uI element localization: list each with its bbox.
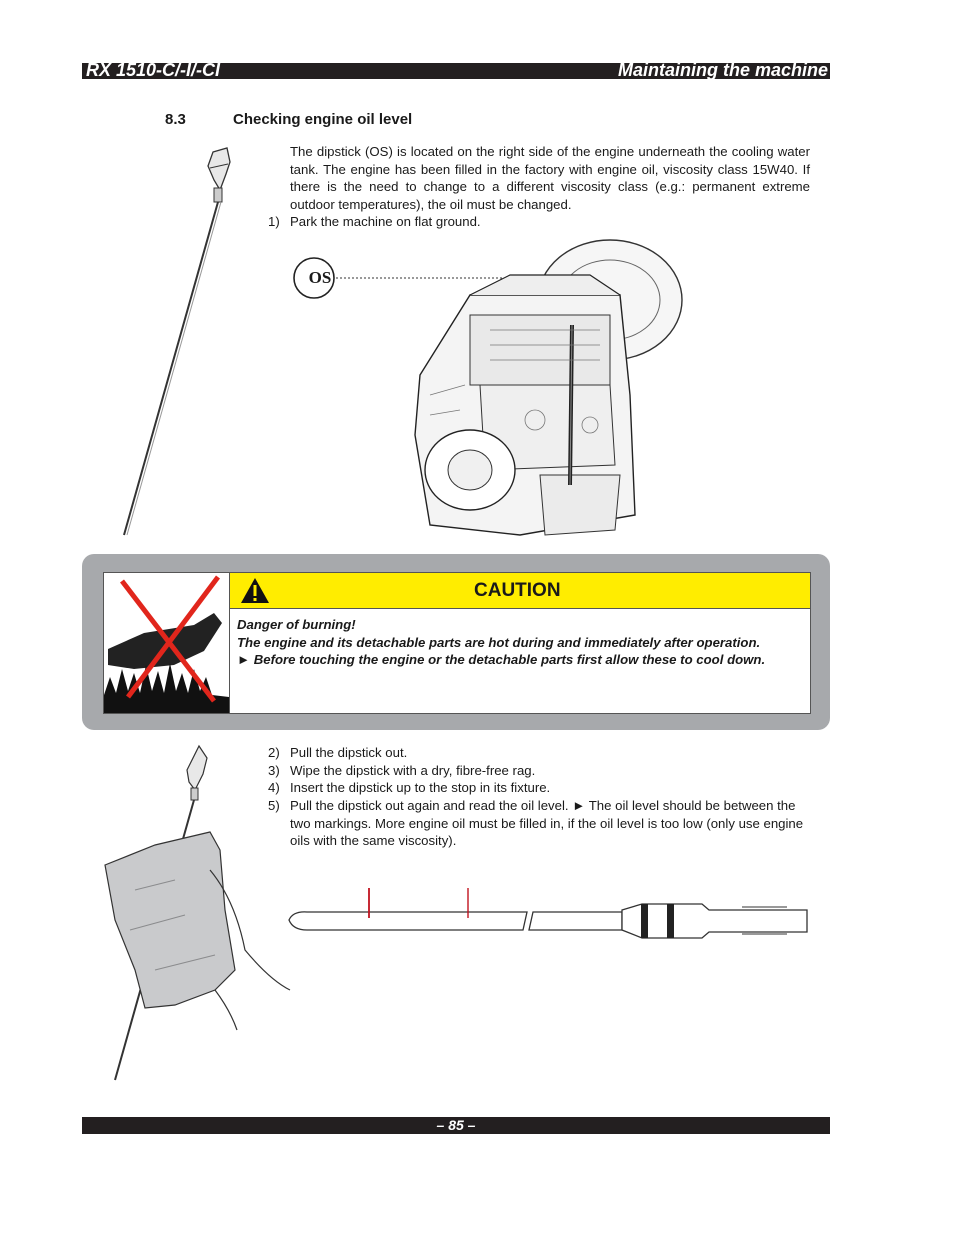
footer-bar: – 85 –: [82, 1117, 830, 1134]
step-text: Insert the dipstick up to the stop in it…: [290, 780, 551, 795]
step-2: 2) Pull the dipstick out.: [268, 744, 810, 762]
step-number: 5): [268, 798, 280, 813]
wiping-dipstick-illustration: [104, 744, 291, 1081]
intro-paragraph: The dipstick (OS) is located on the righ…: [290, 144, 810, 212]
caution-box: CAUTION Danger of burning! The engine an…: [103, 572, 811, 714]
warning-triangle-icon: [241, 578, 269, 603]
step-text: Wipe the dipstick with a dry, fibre-free…: [290, 763, 536, 778]
os-callout-label: OS: [308, 268, 332, 287]
step-number: 2): [268, 745, 280, 760]
caution-title: CAUTION: [474, 580, 561, 601]
page-number: – 85 –: [436, 1117, 476, 1133]
os-callout-circle: [293, 257, 335, 299]
step-text: Pull the dipstick out.: [290, 745, 408, 760]
engine-illustration: [293, 239, 683, 536]
chapter-title: Maintaining the machine: [617, 60, 828, 80]
caution-header: CAUTION: [230, 573, 810, 609]
section-title: Checking engine oil level: [233, 111, 413, 128]
caution-line-3: ► Before touching the engine or the deta…: [237, 652, 766, 667]
step-text: Park the machine on flat ground.: [290, 214, 481, 229]
step-1: 1) Park the machine on flat ground.: [268, 213, 810, 231]
step-text: Pull the dipstick out again and read the…: [290, 798, 804, 848]
dipstick-illustration: [123, 147, 231, 536]
dipstick-level-diagram: [288, 888, 808, 939]
caution-line-1: Danger of burning!: [237, 617, 356, 632]
step-number: 3): [268, 763, 280, 778]
caution-text: Danger of burning! The engine and its de…: [237, 616, 801, 669]
step-4: 4) Insert the dipstick up to the stop in…: [268, 779, 810, 797]
hot-surface-pictogram: [104, 573, 230, 713]
step-number: 4): [268, 780, 280, 795]
step-5: 5) Pull the dipstick out again and read …: [268, 797, 810, 850]
section-number: 8.3: [165, 111, 186, 128]
manual-model-title: RX 1510-C/-I/-CI: [86, 60, 221, 80]
header-bar: [82, 63, 830, 79]
caution-line-2: The engine and its detachable parts are …: [237, 634, 761, 650]
step-number: 1): [268, 214, 280, 229]
step-3: 3) Wipe the dipstick with a dry, fibre-f…: [268, 762, 810, 780]
